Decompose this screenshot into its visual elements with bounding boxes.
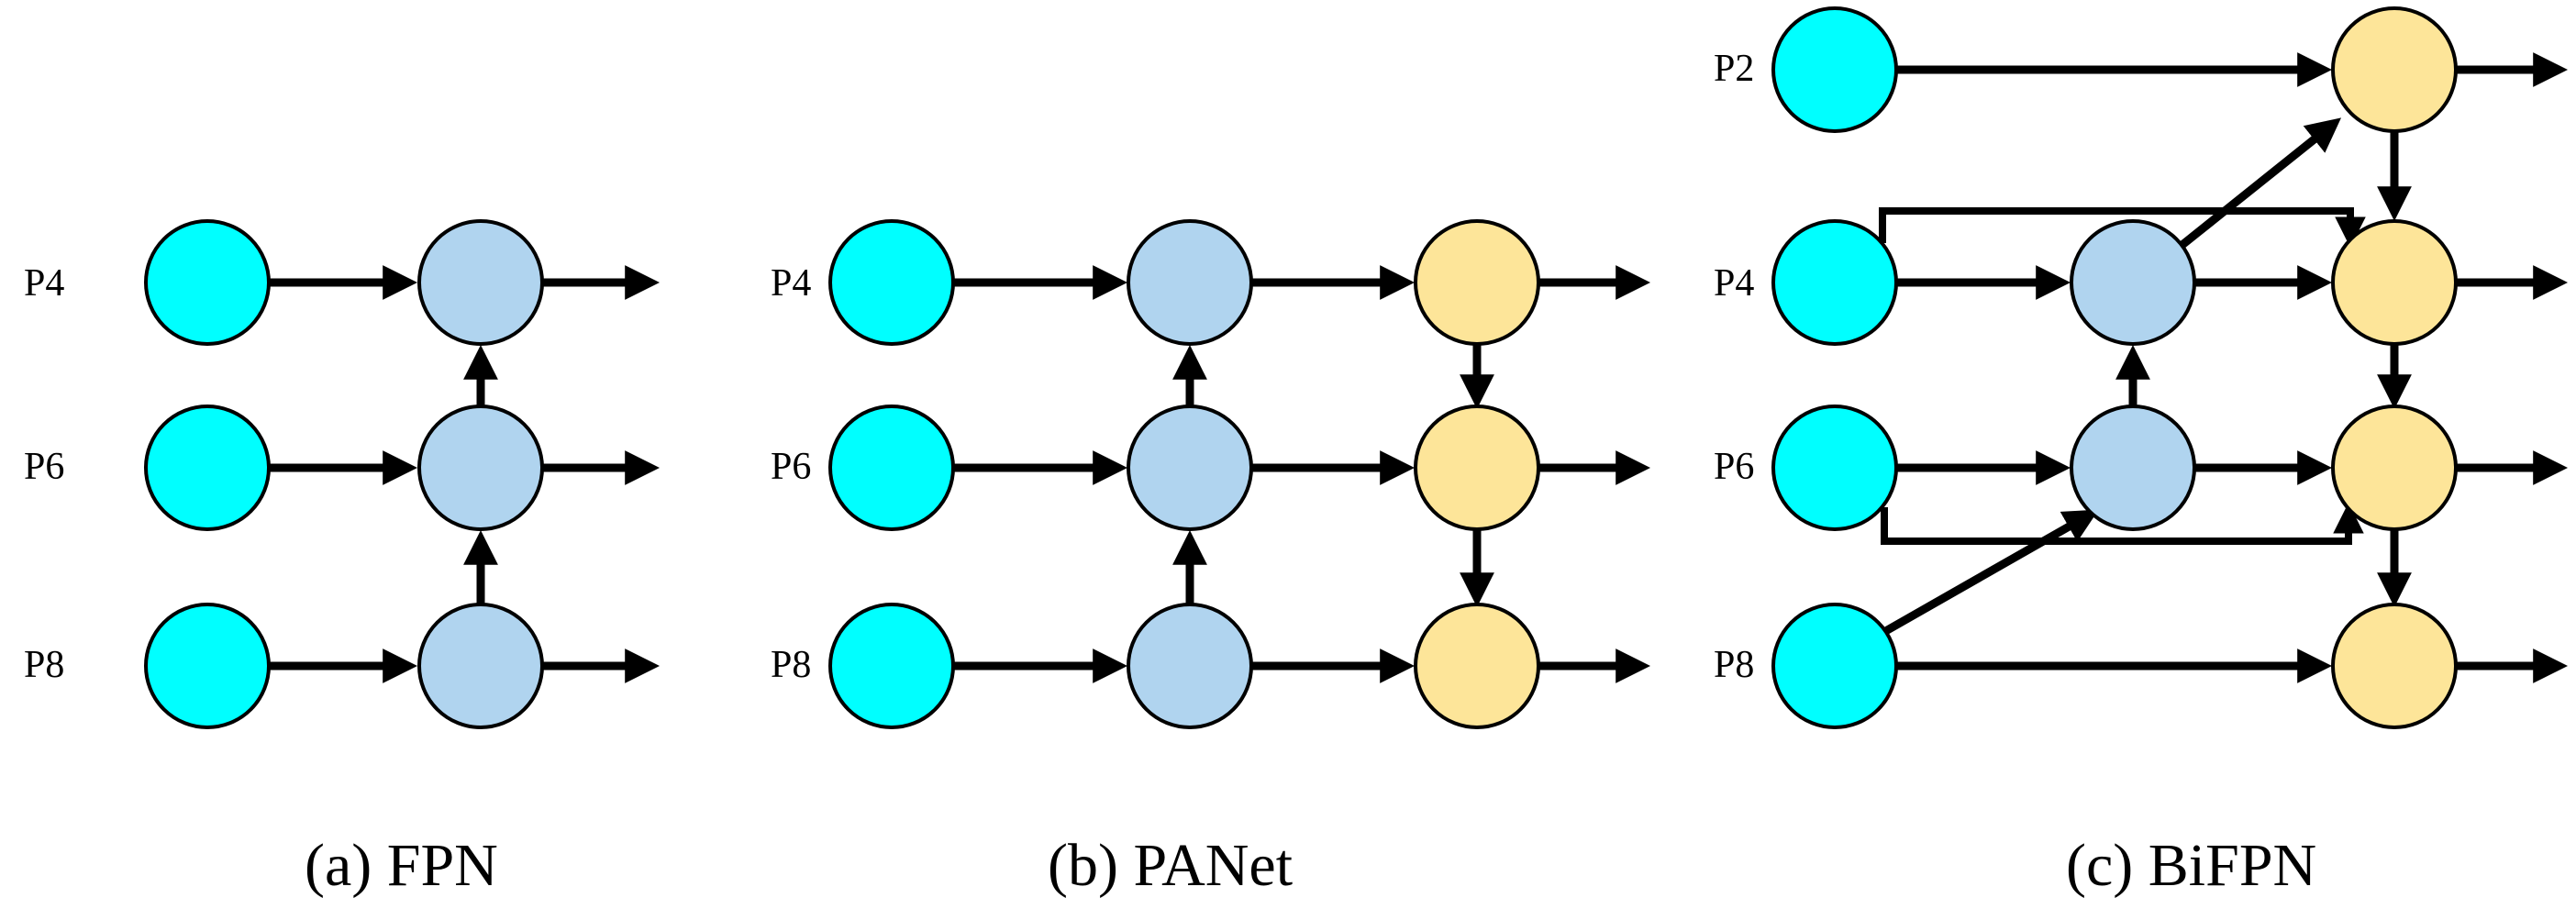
bifpn-bu-p8[interactable] — [2331, 603, 2458, 729]
bifpn-td-p6[interactable] — [2070, 405, 2196, 531]
row-label-panet-p6: P6 — [771, 446, 811, 488]
bifpn-bu-p4[interactable] — [2331, 219, 2458, 346]
caption-fpn: (a) FPN — [305, 832, 498, 899]
row-label-bifpn-p4: P4 — [1714, 262, 1754, 305]
fpn-td-p6[interactable] — [417, 405, 544, 531]
panet-input-p6[interactable] — [828, 405, 955, 531]
row-label-fpn-p8: P8 — [24, 644, 64, 686]
panet-bu-p6[interactable] — [1414, 405, 1540, 531]
bifpn-diag-td-p4-to-bu-p2 — [2176, 117, 2342, 251]
row-label-fpn-p6: P6 — [24, 446, 64, 488]
edges-layer — [269, 52, 2568, 683]
fpn-input-p6[interactable] — [144, 405, 271, 531]
bifpn-bu-p6[interactable] — [2331, 405, 2458, 531]
panet-td-p6[interactable] — [1127, 405, 1253, 531]
fpn-input-p4[interactable] — [144, 219, 271, 346]
panet-bu-p4[interactable] — [1414, 219, 1540, 346]
row-label-bifpn-p6: P6 — [1714, 446, 1754, 488]
caption-bifpn: (c) BiFPN — [2066, 832, 2316, 899]
panet-td-p4[interactable] — [1127, 219, 1253, 346]
bifpn-skip-input-p6-to-bu-p6 — [1881, 503, 2364, 545]
panet-input-p8[interactable] — [828, 603, 955, 729]
caption-panet: (b) PANet — [1048, 832, 1293, 899]
row-label-fpn-p4: P4 — [24, 262, 64, 305]
bifpn-diag-input-p8-to-td-p6 — [1880, 509, 2099, 637]
row-label-bifpn-p2: P2 — [1714, 48, 1754, 90]
panet-input-p4[interactable] — [828, 219, 955, 346]
row-label-panet-p4: P4 — [771, 262, 811, 305]
bifpn-bu-p2[interactable] — [2331, 6, 2458, 133]
fpn-td-p4[interactable] — [417, 219, 544, 346]
nodes-layer — [144, 6, 2458, 729]
panet-bu-p8[interactable] — [1414, 603, 1540, 729]
fpn-td-p8[interactable] — [417, 603, 544, 729]
bifpn-td-p4[interactable] — [2070, 219, 2196, 346]
bifpn-input-p4[interactable] — [1771, 219, 1898, 346]
bifpn-skip-input-p4-to-bu-p4 — [1879, 207, 2366, 248]
bifpn-input-p8[interactable] — [1771, 603, 1898, 729]
row-label-panet-p8: P8 — [771, 644, 811, 686]
panet-td-p8[interactable] — [1127, 603, 1253, 729]
fpn-input-p8[interactable] — [144, 603, 271, 729]
bifpn-input-p2[interactable] — [1771, 6, 1898, 133]
bifpn-input-p6[interactable] — [1771, 405, 1898, 531]
row-label-bifpn-p8: P8 — [1714, 644, 1754, 686]
